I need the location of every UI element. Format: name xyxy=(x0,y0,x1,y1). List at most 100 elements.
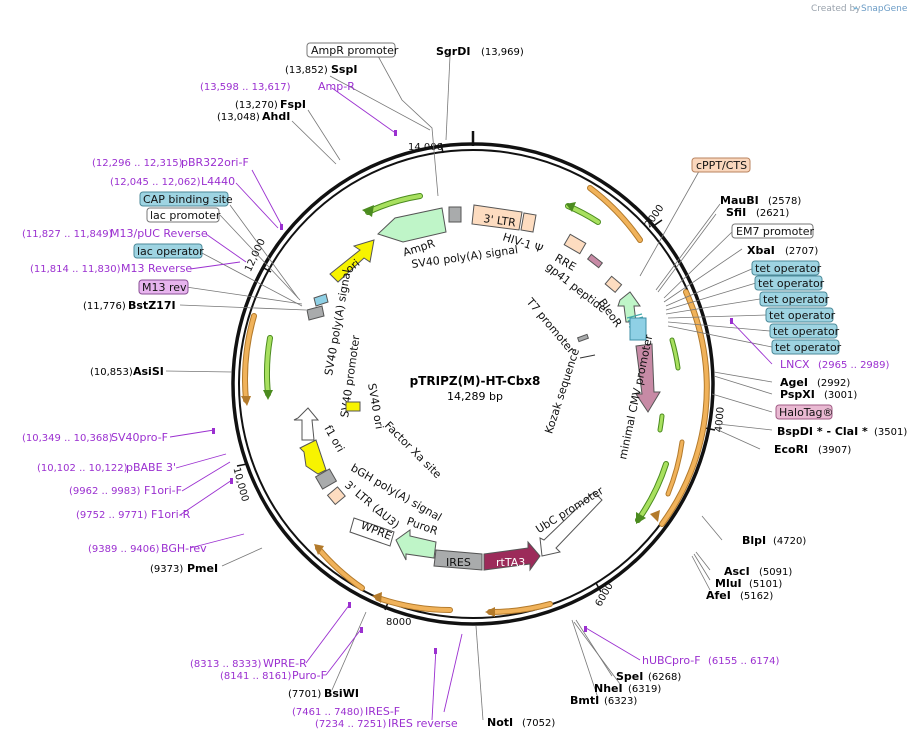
svg-text:(2707): (2707) xyxy=(785,246,818,257)
svg-text:(11,776): (11,776) xyxy=(83,301,126,312)
svg-text:(9962 .. 9983): (9962 .. 9983) xyxy=(69,486,141,497)
snapgene-logo-icon: ⌁ xyxy=(853,4,858,14)
credit-brand: SnapGene xyxy=(861,4,908,14)
box-tet-operator-1[interactable]: tet operator xyxy=(755,262,822,275)
enzyme-ecori[interactable]: EcoRI xyxy=(774,443,808,456)
box-tet-operator-4[interactable]: tet operator xyxy=(769,309,836,322)
plasmid-size: 14,289 bp xyxy=(447,390,503,403)
feature-kozak-mark xyxy=(579,354,596,359)
feature-rtta3[interactable] xyxy=(483,540,541,572)
enzyme-xbai[interactable]: XbaI xyxy=(747,244,775,257)
box-tet-operator-5[interactable]: tet operator xyxy=(773,325,840,338)
enzyme-blpi[interactable]: BlpI xyxy=(742,534,766,547)
enzyme-bsiwi[interactable]: BsiWI xyxy=(324,687,359,700)
feature-f1-ori-label: f1 ori xyxy=(321,423,347,454)
enzyme-pmei[interactable]: PmeI xyxy=(187,562,218,575)
feature-puror[interactable] xyxy=(395,529,437,561)
primer-ires-f[interactable]: IRES-F xyxy=(365,705,400,718)
enzyme-noti[interactable]: NotI xyxy=(487,716,513,729)
svg-text:(6323): (6323) xyxy=(604,696,637,707)
enzyme-bmti[interactable]: BmtI xyxy=(570,694,599,707)
svg-text:(7052): (7052) xyxy=(522,718,555,729)
primer-bgh-rev[interactable]: BGH-rev xyxy=(161,542,207,555)
box-tet-operator-6[interactable]: tet operator xyxy=(775,341,842,354)
primer-sv40pro-f[interactable]: SV40pro-F xyxy=(111,431,168,444)
primer-lncx[interactable]: LNCX xyxy=(780,358,810,371)
primer-f1ori-r[interactable]: F1ori-R xyxy=(151,508,191,521)
svg-text:(3001): (3001) xyxy=(824,390,857,401)
enzyme-sfii[interactable]: SfiI xyxy=(726,206,746,219)
enzyme-agei[interactable]: AgeI xyxy=(780,376,808,389)
enzyme-bspdi-clai[interactable]: BspDI * - ClaI * xyxy=(777,425,868,438)
primer-m13-reverse[interactable]: M13 Reverse xyxy=(121,262,192,275)
feature-ires[interactable] xyxy=(433,549,483,571)
box-ampr-promoter[interactable]: AmpR promoter xyxy=(311,44,399,57)
svg-text:(10,349 .. 10,368): (10,349 .. 10,368) xyxy=(22,433,113,444)
enzyme-asisi[interactable]: AsiSI xyxy=(133,365,164,378)
feature-lac-promoter-block xyxy=(306,305,325,321)
box-em7-promoter[interactable]: EM7 promoter xyxy=(736,225,814,238)
box-cap-binding-site[interactable]: CAP binding site xyxy=(143,193,233,206)
box-cppt-cts[interactable]: cPPT/CTS xyxy=(696,159,747,172)
svg-text:(13,969): (13,969) xyxy=(481,47,524,58)
feature-ubc-promoter[interactable] xyxy=(539,491,603,557)
feature-gp41[interactable] xyxy=(586,253,604,269)
enzyme-sspi[interactable]: SspI xyxy=(331,63,357,76)
box-halotag[interactable]: HaloTag® xyxy=(779,406,833,419)
enzyme-afei[interactable]: AfeI xyxy=(706,589,731,602)
svg-text:(2621): (2621) xyxy=(756,208,789,219)
feature-f1-ori[interactable] xyxy=(299,439,327,475)
svg-text:(12,296 .. 12,315): (12,296 .. 12,315) xyxy=(92,158,183,169)
primer-wpre-r[interactable]: WPRE-R xyxy=(263,657,307,670)
enzyme-sgrdi[interactable]: SgrDI xyxy=(436,45,470,58)
enzyme-ahdi[interactable]: AhdI xyxy=(262,110,290,123)
enzyme-bstz17i[interactable]: BstZ17I xyxy=(128,299,176,312)
box-tet-operator-3[interactable]: tet operator xyxy=(763,293,830,306)
feature-3-ltr-label: 3' LTR xyxy=(483,212,517,229)
svg-text:(5091): (5091) xyxy=(759,567,792,578)
primer-ires-reverse[interactable]: IRES reverse xyxy=(388,717,458,730)
primer-pbabe-3[interactable]: pBABE 3' xyxy=(126,461,176,474)
svg-text:(9389 .. 9406): (9389 .. 9406) xyxy=(88,544,160,555)
primer-amp-r[interactable]: Amp-R xyxy=(318,80,355,93)
tick-10000: 10,000 xyxy=(231,466,251,503)
primer-puro-f[interactable]: Puro-F xyxy=(292,669,327,682)
primer-pbr322ori-f[interactable]: pBR322ori-F xyxy=(181,156,249,169)
feature-tet-operators[interactable] xyxy=(626,313,647,341)
enzyme-nhei[interactable]: NheI xyxy=(594,682,623,695)
enzyme-maubi[interactable]: MauBI xyxy=(720,194,759,207)
boxed-labels: AmpR promoter CAP binding site lac promo… xyxy=(133,42,842,420)
feature-rre[interactable] xyxy=(563,233,587,255)
orf-arcs-orange xyxy=(242,185,710,616)
box-tet-operator-2[interactable]: tet operator xyxy=(758,277,825,290)
primer-hubcpro-f[interactable]: hUBCpro-F xyxy=(642,654,701,667)
primer-m13-puc-reverse[interactable]: M13/pUC Reverse xyxy=(110,227,208,240)
primer-f1ori-f[interactable]: F1ori-F xyxy=(144,484,182,497)
svg-text:(12,045 .. 12,062): (12,045 .. 12,062) xyxy=(110,177,201,188)
feature-ampr[interactable] xyxy=(377,207,447,243)
feature-sv40-ori-block xyxy=(345,401,361,412)
primer-l4440[interactable]: L4440 xyxy=(201,175,235,188)
box-m13-rev[interactable]: M13 rev xyxy=(142,281,187,294)
feature-ampr-promoter-block xyxy=(448,206,462,223)
feature-sv40-ori-label: SV40 ori xyxy=(365,382,386,430)
svg-text:(4720): (4720) xyxy=(773,536,806,547)
svg-text:(6155 .. 6174): (6155 .. 6174) xyxy=(708,656,780,667)
feature-wpre[interactable] xyxy=(349,517,395,547)
enzyme-fspi[interactable]: FspI xyxy=(280,98,306,111)
enzyme-spei[interactable]: SpeI xyxy=(616,670,643,683)
enzyme-mlui[interactable]: MluI xyxy=(715,577,742,590)
svg-text:(10,853): (10,853) xyxy=(90,367,133,378)
enzyme-asci[interactable]: AscI xyxy=(724,565,750,578)
feature-white-arrow[interactable] xyxy=(293,407,320,441)
svg-text:(9752 .. 9771): (9752 .. 9771) xyxy=(76,510,148,521)
box-lac-operator[interactable]: lac operator xyxy=(137,245,204,258)
feature-3-ltr[interactable] xyxy=(471,204,537,233)
feature-ori[interactable] xyxy=(329,239,375,283)
box-lac-promoter[interactable]: lac promoter xyxy=(150,209,221,222)
orf-arrowheads xyxy=(241,202,660,617)
feature-factor-xa-label: Factor Xa site xyxy=(382,419,444,481)
feature-min-cmv[interactable] xyxy=(635,343,661,413)
enzyme-pspxi[interactable]: PspXI xyxy=(780,388,815,401)
